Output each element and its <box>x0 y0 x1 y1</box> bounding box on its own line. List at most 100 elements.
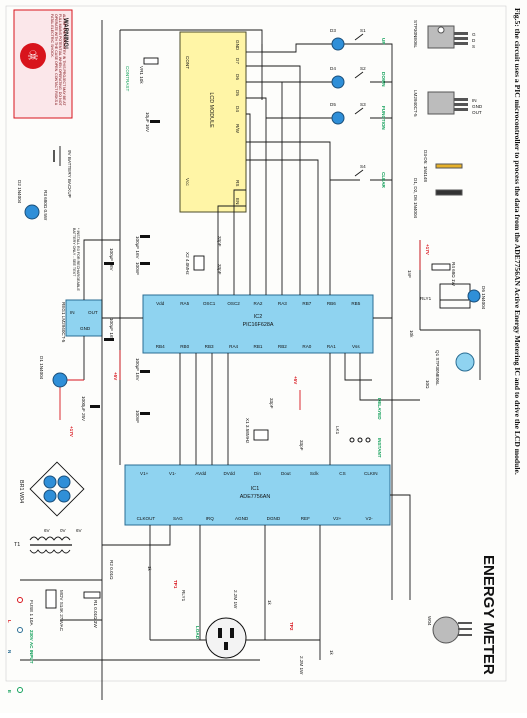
t1-sec-a: 6V <box>44 528 51 533</box>
function-label: FUNCTION <box>381 106 386 130</box>
r-2m2-b: 2.2M 1W <box>299 656 304 675</box>
ic2-pin-ra1: RA1 <box>327 344 336 349</box>
capacitors-supply: 1000μF 25V 100μF 16V 100μF 16V 100nF 100… <box>81 112 160 423</box>
schematic-title: ENERGY METER <box>480 555 497 675</box>
reg1-in: IN <box>70 310 75 315</box>
led-d5 <box>331 111 345 125</box>
ic2-pin-osc1: OSC1 <box>203 301 216 306</box>
r-1k-c: 1k <box>329 650 334 656</box>
plus17v-label: +17V <box>69 426 74 438</box>
relay-driver: RLY1 D6 1N4004 R4 68Ω 1W Q1 STP30NE06L +… <box>407 244 486 389</box>
ic1-pin-irq: IRQ <box>206 516 215 521</box>
stp-pinout-label: STP30NE06L <box>413 20 418 49</box>
rly1-contact-label: RLY1 <box>181 590 186 602</box>
warning-text: ALL OF THE CIRCUITRY IN THIS PROJECT MAY… <box>50 14 66 106</box>
diode-d1: D1 1N4004 <box>39 356 68 388</box>
q1-mosfet <box>455 352 475 372</box>
warning-box: ☠ WARNING! ALL OF THE CIRCUITRY IN THIS … <box>13 9 73 119</box>
ic2-pin-ra3: RA3 <box>278 301 287 306</box>
t1-sec-c: 6V <box>76 528 83 533</box>
ic2-pin-rb4: RB4 <box>156 344 165 349</box>
ic1-pin-avdd: AVdd <box>195 471 206 476</box>
crystal-x2: X2 4.0MHz 33pF 33pF <box>185 236 222 275</box>
cap-100nf-b: 100nF <box>135 410 140 423</box>
contrast-pot-vr1: CONTRAST VR1 10k <box>125 57 159 91</box>
ic2-pin-rb1: RB1 <box>254 344 263 349</box>
test-points: TP1 TP2 2.2M 1W 2.2M 1W 1k 1k 1k <box>147 566 334 675</box>
d3-label: D3 <box>330 28 336 33</box>
diodes-a-label: D3-D5: 1N4148 <box>423 150 428 182</box>
q1-label: Q1 STP30NE06L <box>435 350 440 386</box>
pin-in: IN <box>472 98 477 103</box>
cap-100uf-c: 100μF 16V <box>135 236 140 260</box>
lcd-pin-rs: RS <box>235 180 240 186</box>
pinout-stp30ne06l: STP30NE06L G D S <box>413 20 476 49</box>
cap-100uf-a: 100μF 16V <box>109 318 114 342</box>
pinout-w04: W04 <box>427 616 472 644</box>
lcd-pin-d7: D7 <box>235 58 240 64</box>
ic2-pin-ra0: RA0 <box>302 344 311 349</box>
crystal-x1: X1 3.58MHz 33pF 33pF <box>245 398 304 451</box>
instant-label: INSTANT <box>377 438 382 458</box>
tp2-label: TP2 <box>289 622 294 631</box>
lcd-pin-d5: D5 <box>235 90 240 96</box>
r2-label: R2 0.01Ω <box>109 560 114 580</box>
pinout-diodes: D3-D5: 1N4148 D1, D2, D6 1N4004 <box>413 150 463 219</box>
cap-1000uf: 1000μF 25V <box>81 396 86 422</box>
ic1-pin-clkout: CLKOUT <box>137 516 156 521</box>
lcd-module: LCD MODULE CONT Vcc GND D7 D6 D5 D4 R/W … <box>179 31 247 213</box>
ic2-pin-ra2: RA2 <box>254 301 263 306</box>
plus17v-relay: +17V <box>425 244 430 256</box>
panel-frame <box>5 5 507 682</box>
mov <box>45 589 57 609</box>
ic2-pin-ra4: RA4 <box>229 344 238 349</box>
ic1-pin-dgnd: DGND <box>267 516 281 521</box>
pin-d: D <box>472 38 476 43</box>
lcd-pin-rw: R/W <box>235 124 240 134</box>
ic1-pin-v2: V2- <box>366 516 374 521</box>
t1-label: T1 <box>14 542 20 548</box>
lcd-cont-label: CONT <box>185 56 190 69</box>
ic1-pin-v1: V1+ <box>140 471 149 476</box>
cap-10uf: 10μF 16V <box>145 112 150 133</box>
ic2-pin-rb7: RB7 <box>302 301 311 306</box>
plus5v-label-b: +5V <box>293 376 298 385</box>
load-label: LOAD <box>195 626 200 640</box>
r4-label: R4 68Ω 1W <box>451 262 456 287</box>
bridge-rectifier-br1: BR1 W04 <box>18 461 85 517</box>
ic2-pin-rb2: RB2 <box>278 344 287 349</box>
lcd-vcc-label: Vcc <box>185 178 190 186</box>
ic1-pin-sclk: Sclk <box>310 471 319 476</box>
pinout-lm2940: LM2940CT-5 IN GND OUT <box>413 90 483 117</box>
s1-label: S1 <box>360 28 366 33</box>
n-label: N <box>7 650 12 654</box>
ic1-pin-dout: Dout <box>281 471 291 476</box>
reg1-gnd: GND <box>80 326 91 331</box>
battery-label: 9V BATTERY BACKUP <box>67 150 72 198</box>
ic2-pin-rb5: RB5 <box>351 301 360 306</box>
led-d4 <box>331 75 345 89</box>
reg1-label: REG1 LM2940CT-5 <box>61 302 66 343</box>
down-label: DOWN <box>381 72 386 87</box>
warning-heading: WARNING! <box>62 18 68 49</box>
ic1-pin-ref: REF <box>301 516 310 521</box>
ic1-part: ADE7756AN <box>240 494 271 500</box>
s3-label: S3 <box>360 102 366 107</box>
hazard-icon <box>20 43 46 69</box>
rly1-coil-label: RLY1 <box>420 296 432 301</box>
cap-100uf-b: 100μF 16V <box>109 248 114 272</box>
c-33pf-c: 33pF <box>269 398 274 409</box>
fuse1-label: FUSE 1 10A <box>29 600 34 626</box>
x2-label: X2 4.0MHz <box>185 252 190 275</box>
d1-label: D1 1N4004 <box>39 356 44 380</box>
r3-label: R3 680Ω 0.5W <box>43 190 48 221</box>
r1-label: R1 0.01Ω 3W <box>93 600 98 628</box>
t1-sec-b: 0V <box>60 528 67 533</box>
plus5v-label: +5V <box>113 372 118 381</box>
br1-label: BR1 W04 <box>18 480 24 503</box>
mains-input: L N E 230V AC INPUT FUSE 1 10A MOV S14K … <box>7 560 114 693</box>
r-10k: 10k <box>409 330 414 338</box>
